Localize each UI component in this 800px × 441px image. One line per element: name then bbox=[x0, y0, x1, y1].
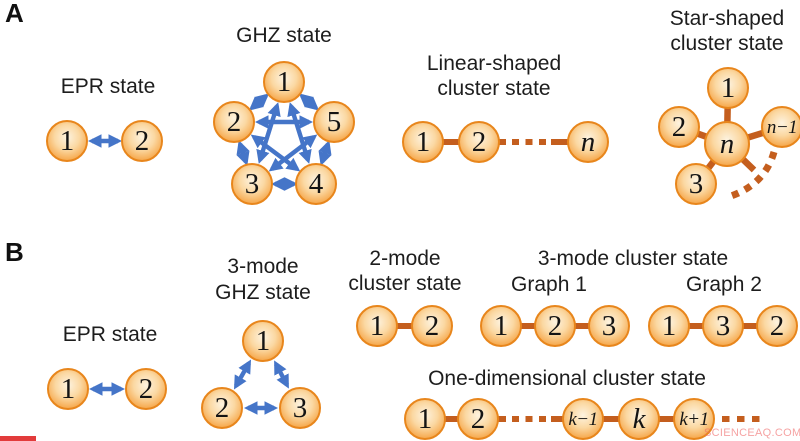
node-a-star-n-1: n−1 bbox=[761, 106, 800, 148]
node-a-ghz-5: 5 bbox=[313, 101, 355, 143]
b-ghz3-title-line2: GHZ state bbox=[215, 281, 311, 304]
node-b-ghz3-2: 2 bbox=[201, 387, 243, 429]
b-cluster2-title-line1: 2-mode bbox=[369, 247, 441, 270]
node-a-epr-1: 1 bbox=[46, 120, 88, 162]
a-star-title-line1: Star-shaped bbox=[669, 7, 785, 30]
b-epr-title: EPR state bbox=[62, 323, 158, 346]
a-linear-title-line2: cluster state bbox=[437, 77, 551, 100]
a-star-title-line2: cluster state bbox=[670, 32, 784, 55]
node-b-oned-k-1: k−1 bbox=[562, 398, 604, 440]
node-b-graph1-1: 1 bbox=[480, 305, 522, 347]
node-b-graph1-3: 3 bbox=[588, 305, 630, 347]
node-a-ghz-3: 3 bbox=[231, 163, 273, 205]
node-b-graph1-2: 2 bbox=[534, 305, 576, 347]
node-b-ghz3-1: 1 bbox=[242, 320, 284, 362]
a-linear-title-line1: Linear-shaped bbox=[426, 52, 562, 75]
node-b-cluster2-2: 2 bbox=[411, 305, 453, 347]
node-b-graph2-1: 1 bbox=[648, 305, 690, 347]
node-a-ghz-1: 1 bbox=[263, 61, 305, 103]
panel-b-label: B bbox=[5, 237, 24, 267]
node-a-star-2: 2 bbox=[658, 106, 700, 148]
node-b-graph2-2: 2 bbox=[756, 305, 798, 347]
node-b-graph2-3: 3 bbox=[702, 305, 744, 347]
b-graph2-label: Graph 2 bbox=[686, 273, 762, 296]
a-ghz-entanglement-arrows bbox=[236, 93, 332, 191]
panel-a-label: A bbox=[5, 0, 24, 28]
node-a-linear-2: 2 bbox=[458, 121, 500, 163]
b-oned-title: One-dimensional cluster state bbox=[428, 367, 706, 390]
node-b-epr-1: 1 bbox=[47, 368, 89, 410]
node-b-ghz3-3: 3 bbox=[279, 387, 321, 429]
node-b-epr-2: 2 bbox=[125, 368, 167, 410]
node-a-star-1: 1 bbox=[707, 67, 749, 109]
b-cluster3-title: 3-mode cluster state bbox=[537, 247, 729, 270]
b-cluster2-title-line2: cluster state bbox=[348, 272, 462, 295]
node-a-star-n: n bbox=[704, 121, 750, 167]
node-b-oned-1: 1 bbox=[404, 398, 446, 440]
b-graph1-label: Graph 1 bbox=[511, 273, 587, 296]
node-b-oned-k+1: k+1 bbox=[673, 398, 715, 440]
node-a-linear-1: 1 bbox=[402, 121, 444, 163]
node-b-oned-2: 2 bbox=[457, 398, 499, 440]
watermark-text: SCIENCEAQ.COM bbox=[704, 427, 800, 439]
a-epr-title: EPR state bbox=[60, 75, 156, 98]
node-a-ghz-4: 4 bbox=[295, 163, 337, 205]
star-continuation-dashes bbox=[729, 150, 778, 200]
node-b-cluster2-1: 1 bbox=[356, 305, 398, 347]
node-a-epr-2: 2 bbox=[121, 120, 163, 162]
red-corner-mark bbox=[0, 436, 36, 441]
node-a-ghz-2: 2 bbox=[213, 101, 255, 143]
node-b-oned-k: k bbox=[618, 398, 660, 440]
a-ghz-title: GHZ state bbox=[236, 24, 332, 47]
b-ghz3-title-line1: 3-mode bbox=[227, 255, 299, 278]
b-ghz3-entanglement-arrows bbox=[233, 359, 289, 415]
node-a-star-3: 3 bbox=[675, 163, 717, 205]
node-a-linear-n: n bbox=[567, 121, 609, 163]
